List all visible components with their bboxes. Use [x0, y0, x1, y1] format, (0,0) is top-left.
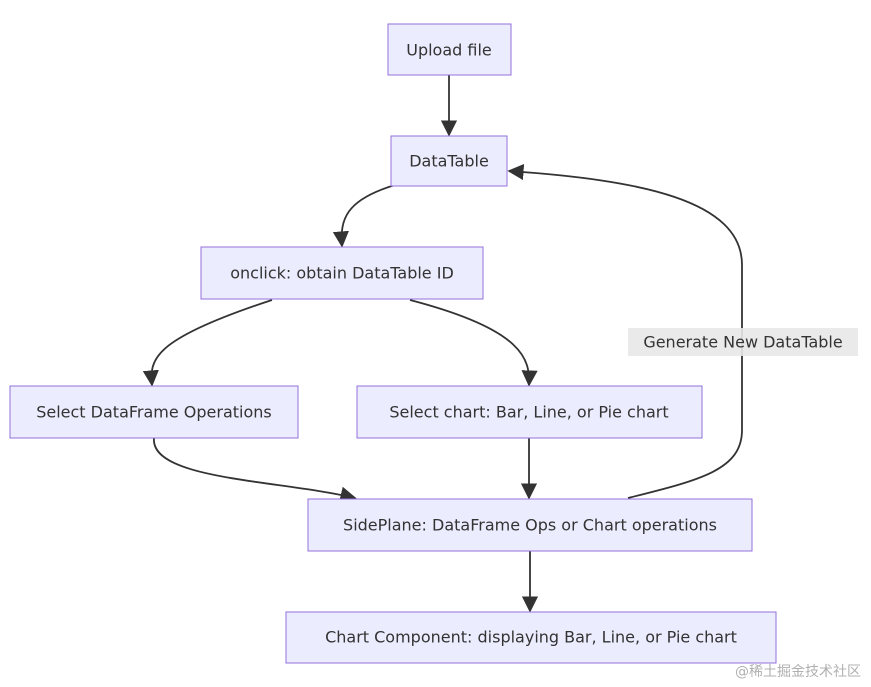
node-sideplane: SidePlane: DataFrame Ops or Chart operat… [307, 498, 753, 552]
node-datatable: DataTable [390, 135, 508, 187]
edge-sideplane-to-datatable [507, 163, 743, 499]
edge-label-text: Generate New DataTable [643, 333, 842, 352]
node-chart-component: Chart Component: displaying Bar, Line, o… [285, 611, 777, 664]
edge-label-generate-new-datatable: Generate New DataTable [628, 328, 858, 356]
node-chart-component-label: Chart Component: displaying Bar, Line, o… [325, 628, 737, 647]
watermark: @稀土掘金技术社区 [735, 664, 861, 680]
node-select-chart-label: Select chart: Bar, Line, or Pie chart [389, 403, 668, 422]
node-select-chart: Select chart: Bar, Line, or Pie chart [356, 385, 703, 439]
node-upload-file-label: Upload file [406, 41, 492, 60]
node-onclick-obtain-id: onclick: obtain DataTable ID [200, 246, 484, 300]
edge-select-ops-to-sideplane [153, 437, 357, 503]
node-upload-file: Upload file [387, 23, 512, 76]
node-onclick-obtain-id-label: onclick: obtain DataTable ID [230, 264, 454, 283]
node-datatable-label: DataTable [409, 152, 489, 171]
node-sideplane-label: SidePlane: DataFrame Ops or Chart operat… [343, 516, 717, 535]
edge-datatable-to-onclick [332, 184, 396, 248]
node-select-dataframe-operations-label: Select DataFrame Operations [36, 403, 272, 422]
node-select-dataframe-operations: Select DataFrame Operations [9, 385, 299, 439]
edge-onclick-to-select-chart [409, 299, 538, 387]
edge-onclick-to-select-ops [142, 299, 273, 387]
